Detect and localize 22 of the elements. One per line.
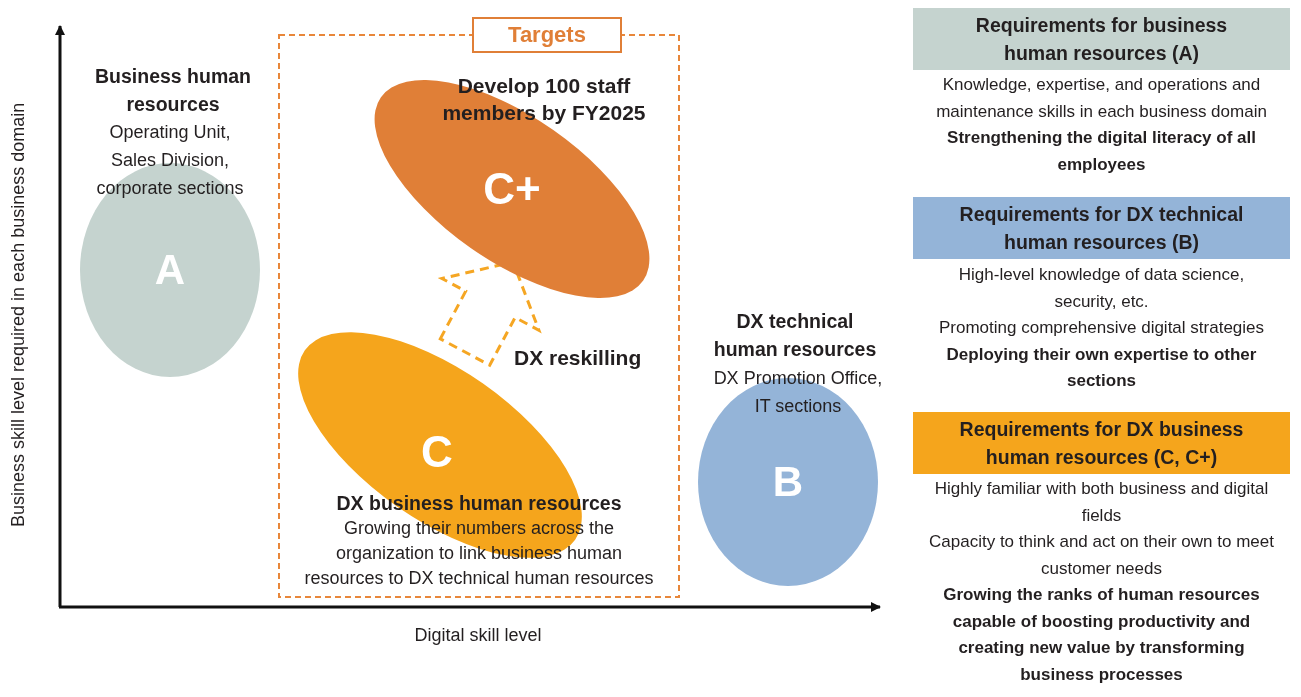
requirement-text: High-level knowledge of data science, security, etc. <box>957 264 1246 313</box>
group-letter: B <box>771 457 805 507</box>
axis-label: Business skill level required in each business domain <box>8 101 29 530</box>
group-heading: Business human resources <box>93 64 252 117</box>
group-letter: C+ <box>482 164 542 214</box>
requirement-text: Strengthening the digital literacy of all employees <box>946 127 1257 176</box>
requirement-text: Knowledge, expertise, and operations and maintenance skills in each business domain <box>935 74 1268 123</box>
frame-heading: Targets <box>472 17 622 53</box>
requirement-text: Capacity to think and act on their own to meet customer needs <box>928 531 1275 580</box>
requirement-text: Growing the ranks of human resources capable of boosting productivity and creating new value by transforming business processes <box>942 584 1261 686</box>
group-description: Operating Unit, Sales Division, corporate sections <box>95 121 245 200</box>
group-letter: A <box>153 245 187 295</box>
requirement-header: Requirements for DX business human resources (C, C+) <box>913 412 1290 474</box>
requirement-text: Highly familiar with both business and digital fields <box>933 478 1270 527</box>
axis-label: Digital skill level <box>413 625 543 646</box>
requirement-header: Requirements for business human resources (A) <box>913 8 1290 70</box>
requirement-header: Requirements for DX technical human resources (B) <box>913 197 1290 259</box>
requirement-text: Promoting comprehensive digital strategies <box>937 317 1266 339</box>
requirement-text: Deploying their own expertise to other sections <box>945 343 1258 392</box>
group-heading: DX technical human resources <box>712 309 878 362</box>
group-letter: C <box>420 427 454 477</box>
group-description: DX Promotion Office, IT sections <box>712 367 884 418</box>
